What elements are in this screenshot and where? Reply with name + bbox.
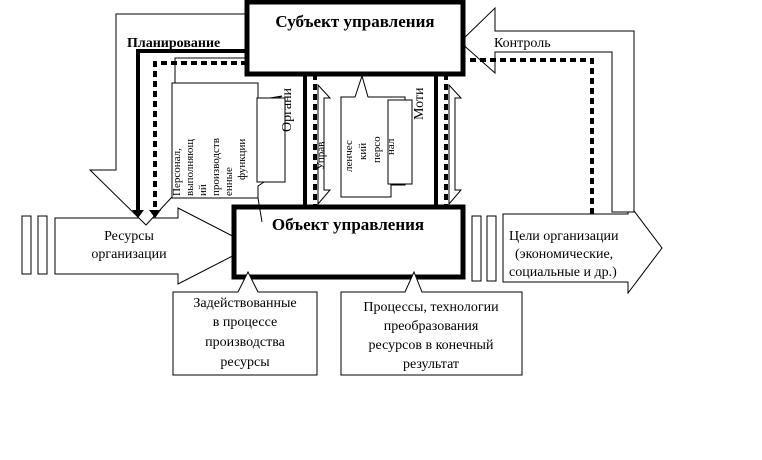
svg-text:Процессы, технологии: Процессы, технологии — [363, 300, 499, 315]
svg-text:кий: кий — [357, 143, 369, 160]
svg-text:преобразования: преобразования — [384, 319, 479, 334]
mgmt-staff-text: Управ ленчес кий персо нал — [315, 136, 397, 172]
motivation-label: Моти — [412, 87, 427, 120]
control-label: Контроль — [494, 36, 551, 51]
svg-text:ленчес: ленчес — [343, 140, 355, 172]
output-bars — [471, 215, 497, 282]
used-resources-text: Задействованные в процессе производства … — [193, 296, 296, 370]
svg-text:Ресурсы: Ресурсы — [104, 229, 154, 244]
input-bars — [21, 215, 48, 275]
motivation-channel — [434, 74, 463, 206]
svg-text:нал: нал — [385, 138, 397, 155]
svg-text:Цели организации: Цели организации — [509, 229, 619, 244]
staff-flag — [256, 97, 286, 183]
svg-text:(экономические,: (экономические, — [515, 247, 613, 262]
resources-arrow — [54, 207, 254, 285]
control-arrow — [459, 6, 635, 213]
resources-label: Ресурсы организации — [91, 229, 167, 262]
svg-text:социальные и др.): социальные и др.) — [509, 265, 617, 280]
svg-text:в процессе: в процессе — [213, 315, 277, 330]
svg-text:ресурсов в конечный: ресурсов в конечный — [369, 338, 494, 353]
svg-text:персо: персо — [371, 136, 383, 163]
used-resources-box — [172, 270, 318, 376]
staff-text: Персонал, выполняющ ий производств енные… — [171, 138, 248, 196]
svg-text:функции: функции — [236, 139, 248, 180]
staff-pointer — [257, 197, 263, 223]
object-box — [231, 204, 466, 280]
svg-text:результат: результат — [403, 357, 459, 372]
subject-label: Субъект управления — [275, 12, 434, 31]
goals-label: Цели организации (экономические, социаль… — [509, 229, 619, 280]
svg-text:производства: производства — [205, 335, 286, 350]
planning-thick-line — [136, 49, 247, 212]
subject-box — [244, 0, 466, 77]
svg-text:Управ: Управ — [315, 142, 327, 170]
planning-label: Планирование — [127, 36, 220, 51]
processes-text: Процессы, технологии преобразования ресу… — [363, 300, 499, 372]
svg-text:организации: организации — [91, 247, 167, 262]
planning-dashed-line — [153, 61, 247, 212]
organization-label: Органи — [280, 87, 295, 132]
svg-text:Задействованные: Задействованные — [193, 296, 296, 311]
svg-text:выполняющ: выполняющ — [184, 139, 196, 196]
planning-arrowhead-1 — [132, 210, 144, 218]
svg-text:енные: енные — [223, 167, 235, 196]
organization-channel — [303, 74, 332, 206]
svg-text:ресурсы: ресурсы — [220, 355, 270, 370]
control-dashed-line — [470, 58, 594, 215]
svg-text:ий: ий — [197, 184, 209, 196]
planning-arrowhead-2 — [149, 210, 161, 218]
mgmt-flag — [387, 99, 413, 185]
svg-text:Персонал,: Персонал, — [171, 148, 183, 196]
processes-box — [340, 270, 523, 376]
svg-text:производств: производств — [210, 138, 222, 196]
object-label: Объект управления — [272, 215, 424, 234]
